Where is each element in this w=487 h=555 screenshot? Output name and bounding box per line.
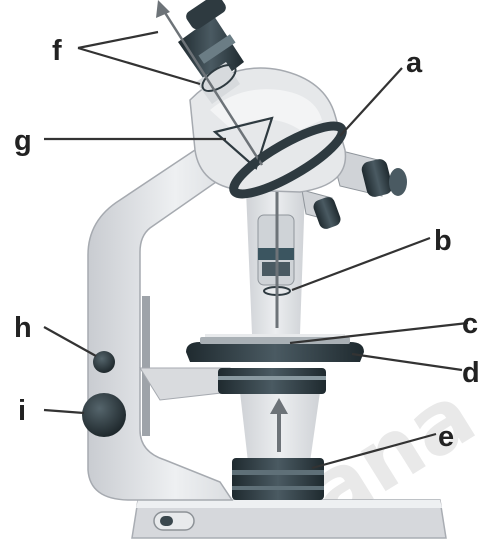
label-h: h xyxy=(14,312,32,344)
fine-focus-knob xyxy=(93,351,115,373)
label-d: d xyxy=(462,357,480,389)
label-g: g xyxy=(14,125,32,157)
label-a: a xyxy=(406,47,423,79)
label-i: i xyxy=(18,395,26,427)
condenser xyxy=(218,368,326,394)
microscope-base xyxy=(132,500,446,538)
label-c: c xyxy=(462,308,478,340)
label-b: b xyxy=(434,225,452,257)
coarse-focus-knob xyxy=(82,393,126,437)
light-source xyxy=(232,458,324,500)
label-f: f xyxy=(52,35,62,67)
label-e: e xyxy=(438,421,454,453)
